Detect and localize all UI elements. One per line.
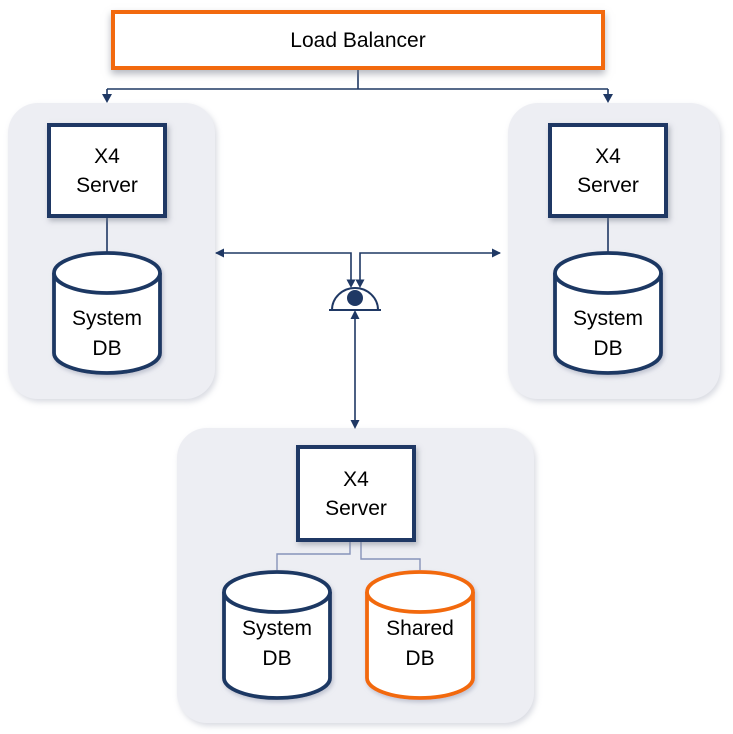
db-system-bottom-label-line1: System bbox=[241, 617, 312, 640]
db-system-bottom-label: System DB bbox=[227, 596, 327, 692]
db-shared-bottom-label-line2: DB bbox=[405, 647, 435, 670]
db-right-label: System DB bbox=[558, 286, 658, 382]
server-right-node: X4 Server bbox=[548, 123, 668, 218]
db-system-bottom-label-line2: DB bbox=[262, 647, 292, 670]
db-left-label: System DB bbox=[57, 286, 157, 382]
db-right-label-line1: System bbox=[572, 307, 643, 330]
arrowhead-left bbox=[215, 248, 224, 258]
db-left-label-line2: DB bbox=[92, 337, 122, 360]
server-right-label-line1: X4 bbox=[595, 144, 621, 168]
db-system-bottom-cylinder bbox=[222, 570, 332, 700]
edge-bottomserver-to-shareddb bbox=[360, 542, 421, 570]
arrowhead-down-junction-a bbox=[346, 279, 356, 288]
load-balancer-label: Load Balancer bbox=[290, 28, 426, 52]
server-bottom-node: X4 Server bbox=[296, 445, 416, 542]
arrowhead-right bbox=[492, 248, 501, 258]
db-right-cylinder bbox=[553, 251, 663, 375]
navy-connectors bbox=[106, 70, 609, 420]
junction-icon bbox=[329, 287, 381, 311]
db-left-cylinder bbox=[52, 251, 162, 375]
db-shared-bottom-cylinder bbox=[365, 570, 475, 700]
arrowheads bbox=[102, 94, 613, 429]
db-left-label-line1: System bbox=[71, 307, 142, 330]
db-right-label-line2: DB bbox=[593, 337, 623, 360]
db-shared-bottom-label-line1: Shared bbox=[386, 617, 454, 640]
arrowhead-down-right-group bbox=[603, 94, 613, 103]
arrowhead-up-junction bbox=[350, 310, 360, 319]
edge-bottomserver-to-systemdb bbox=[276, 542, 351, 570]
load-balancer-node: Load Balancer bbox=[111, 10, 605, 70]
edge-junction-to-left bbox=[216, 252, 352, 280]
arrowhead-down-bottom-group bbox=[350, 420, 360, 429]
edge-junction-to-right bbox=[359, 252, 500, 280]
server-right-label-line2: Server bbox=[577, 173, 639, 197]
light-connectors bbox=[276, 542, 421, 570]
server-left-label-line1: X4 bbox=[94, 144, 120, 168]
arrowhead-down-left-group bbox=[102, 94, 112, 103]
server-bottom-label-line1: X4 bbox=[343, 467, 369, 491]
db-shared-bottom-label: Shared DB bbox=[370, 596, 470, 692]
arrowhead-down-junction-b bbox=[355, 279, 365, 288]
server-left-node: X4 Server bbox=[47, 123, 167, 218]
server-left-label-line2: Server bbox=[76, 173, 138, 197]
db-cylinders bbox=[52, 251, 663, 700]
server-bottom-label-line2: Server bbox=[325, 496, 387, 520]
